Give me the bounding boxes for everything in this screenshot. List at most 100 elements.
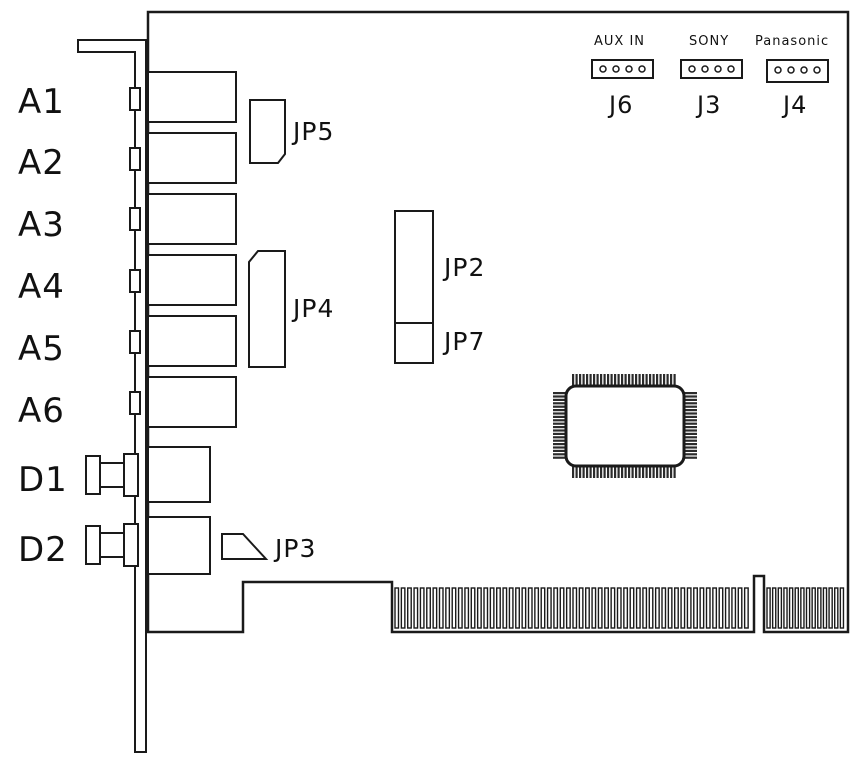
pci-pin (470, 587, 476, 629)
chip-pin (553, 409, 567, 412)
chip-pin (553, 449, 567, 452)
pci-pin (766, 587, 771, 629)
chip-pin (683, 402, 697, 405)
pci-pin (559, 587, 565, 629)
chip-pin (553, 405, 567, 408)
pci-pin (534, 587, 540, 629)
chip-pin (656, 374, 659, 387)
pci-pin (597, 587, 603, 629)
chip-pin (553, 446, 567, 449)
pci-pin (394, 587, 400, 629)
jack-a3 (129, 193, 237, 245)
chip-pin (579, 465, 582, 478)
pci-pin (771, 587, 777, 629)
jumper-jp2 (394, 210, 434, 324)
pci-pin (648, 587, 654, 629)
chip-pin (553, 453, 567, 456)
chip-pin (589, 465, 592, 478)
chip-pin (645, 374, 648, 387)
port-label-d1: D1 (18, 460, 68, 500)
chip-pin (579, 374, 582, 387)
jp2-label: JP2 (442, 253, 485, 282)
bnc-d1 (85, 446, 211, 503)
port-label-a2: A2 (18, 143, 65, 183)
chip-pin (553, 456, 567, 459)
chip-pin (582, 465, 585, 478)
chip-pin (638, 465, 641, 478)
chip-pin (642, 374, 645, 387)
pci-pin (686, 587, 692, 629)
chip-pin (683, 432, 697, 435)
chip-pin (635, 465, 638, 478)
chip-pin (666, 465, 669, 478)
pci-pin (783, 587, 788, 629)
chip-pin (683, 426, 697, 429)
chip-pin (666, 374, 669, 387)
chip-pin (553, 395, 567, 398)
pci-pin (540, 587, 546, 629)
chip-pin (553, 415, 567, 418)
pci-pin (578, 587, 584, 629)
pci-pin (521, 587, 527, 629)
bnc-d2 (85, 516, 211, 575)
header-j3: SONY J3 (680, 34, 743, 119)
chip-pin (652, 465, 655, 478)
pci-pin (800, 587, 805, 629)
chip-pin (607, 465, 610, 478)
pci-pin (616, 587, 622, 629)
header-j6: AUX IN J6 (591, 34, 654, 119)
header-j3-bottom-label: J3 (695, 91, 721, 119)
chip-pin (610, 465, 613, 478)
chip-pin (683, 419, 697, 422)
chip-pin (683, 436, 697, 439)
pci-pin (680, 587, 686, 629)
pci-pin (629, 587, 635, 629)
chip-pin (673, 374, 676, 387)
port-label-a4: A4 (18, 267, 65, 307)
pci-pin (483, 587, 489, 629)
chip-pin (659, 465, 662, 478)
chip-pin (635, 374, 638, 387)
chip-pin (553, 412, 567, 415)
chip-pin (670, 374, 673, 387)
port-label-d2: D2 (18, 530, 68, 570)
pci-pin (705, 587, 711, 629)
chip-pin (670, 465, 673, 478)
pci-pin (419, 587, 425, 629)
pci-pin (591, 587, 597, 629)
chip-pin (553, 419, 567, 422)
chip-pin (617, 465, 620, 478)
pci-pin (426, 587, 431, 629)
pci-pin (661, 587, 667, 629)
jumper-jp3 (221, 533, 269, 560)
pci-pin (654, 587, 660, 629)
chip-pin (617, 374, 620, 387)
chip-pin (683, 412, 697, 415)
pci-pin (515, 587, 520, 629)
pci-left-pins (394, 587, 749, 629)
chip-pin (683, 398, 697, 401)
pci-pin (604, 587, 609, 629)
chip-pin (596, 374, 599, 387)
chip-pin (596, 465, 599, 478)
jp7-label: JP7 (442, 327, 485, 356)
header-j4-bottom-label: J4 (781, 91, 807, 119)
chip-pin (642, 465, 645, 478)
pci-pin (464, 587, 470, 629)
pci-pin (777, 587, 783, 629)
analog-jacks (129, 71, 237, 428)
pci-pin (508, 587, 514, 629)
pci-pin (731, 587, 737, 629)
chip-pin (621, 465, 624, 478)
chip-pin (659, 374, 662, 387)
chip-pin (600, 374, 603, 387)
header-j3-top-label: SONY (689, 34, 729, 49)
chip-pin (683, 415, 697, 418)
pci-pin (674, 587, 679, 629)
pci-pin (553, 587, 559, 629)
chip-pin (683, 422, 697, 425)
pci-pin (805, 587, 811, 629)
chip-pin (683, 409, 697, 412)
